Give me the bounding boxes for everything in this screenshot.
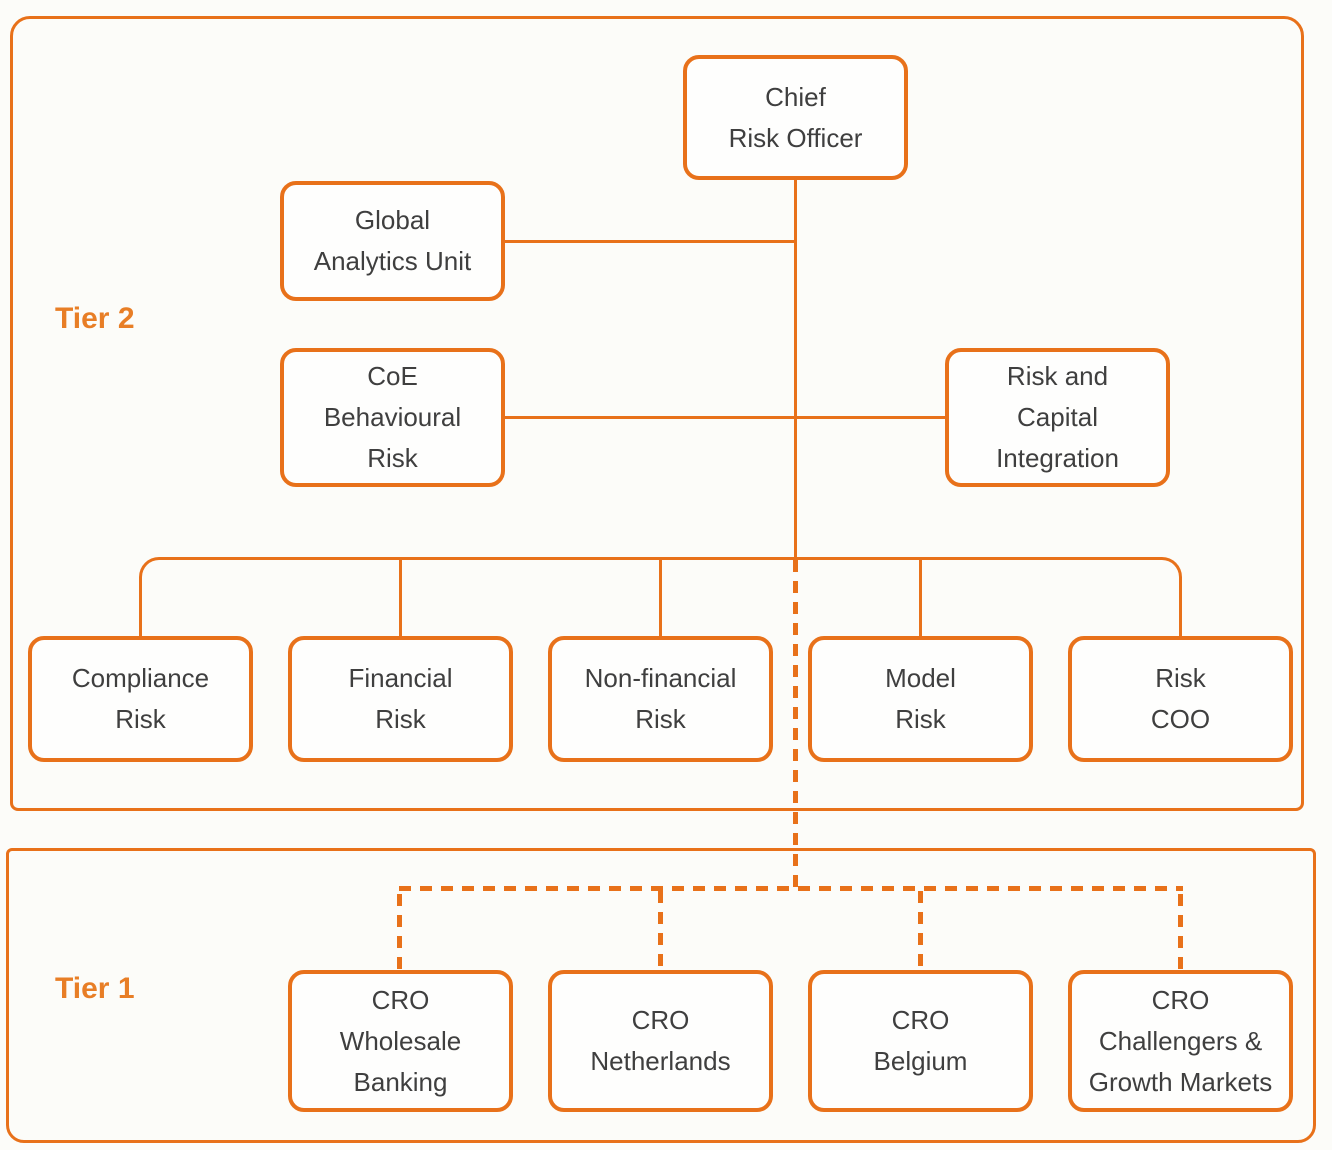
tier2-region xyxy=(10,16,1304,811)
connector-coe-and-risk-capital-integration xyxy=(505,416,945,419)
org-node-cro-wholesale-banking: CRO Wholesale Banking xyxy=(288,970,513,1112)
dashed-stub-cro-netherlands xyxy=(658,891,663,970)
org-node-cro-belgium: CRO Belgium xyxy=(808,970,1033,1112)
org-node-financial-risk: Financial Risk xyxy=(288,636,513,762)
dashed-stub-cro-challengers-growth-markets xyxy=(1178,894,1183,970)
org-node-model-risk: Model Risk xyxy=(808,636,1033,762)
dashed-stub-cro-belgium xyxy=(918,891,923,970)
org-node-global-analytics-unit: Global Analytics Unit xyxy=(280,181,505,301)
connector-stub-model-risk xyxy=(919,557,922,636)
connector-global-analytics-unit xyxy=(505,240,795,243)
org-node-compliance-risk: Compliance Risk xyxy=(28,636,253,762)
org-node-chief-risk-officer: Chief Risk Officer xyxy=(683,55,908,180)
org-node-risk-and-capital-integration: Risk and Capital Integration xyxy=(945,348,1170,487)
org-node-non-financial-risk: Non-financial Risk xyxy=(548,636,773,762)
connector-cro-trunk xyxy=(794,180,797,558)
connector-stub-non-financial-risk xyxy=(659,557,662,636)
dashed-connector-cro-to-tier1 xyxy=(793,560,798,890)
dashed-stub-cro-wholesale-banking xyxy=(397,894,402,970)
tier1-region xyxy=(6,848,1316,1143)
tier1-label: Tier 1 xyxy=(55,972,135,1005)
org-node-cro-challengers-growth-markets: CRO Challengers & Growth Markets xyxy=(1068,970,1293,1112)
org-node-cro-netherlands: CRO Netherlands xyxy=(548,970,773,1112)
org-node-risk-coo: Risk COO xyxy=(1068,636,1293,762)
tier2-label: Tier 2 xyxy=(55,302,135,335)
connector-stub-financial-risk xyxy=(399,557,402,636)
org-node-coe-behavioural-risk: CoE Behavioural Risk xyxy=(280,348,505,487)
dashed-connector-tier1-bus xyxy=(399,886,1183,891)
